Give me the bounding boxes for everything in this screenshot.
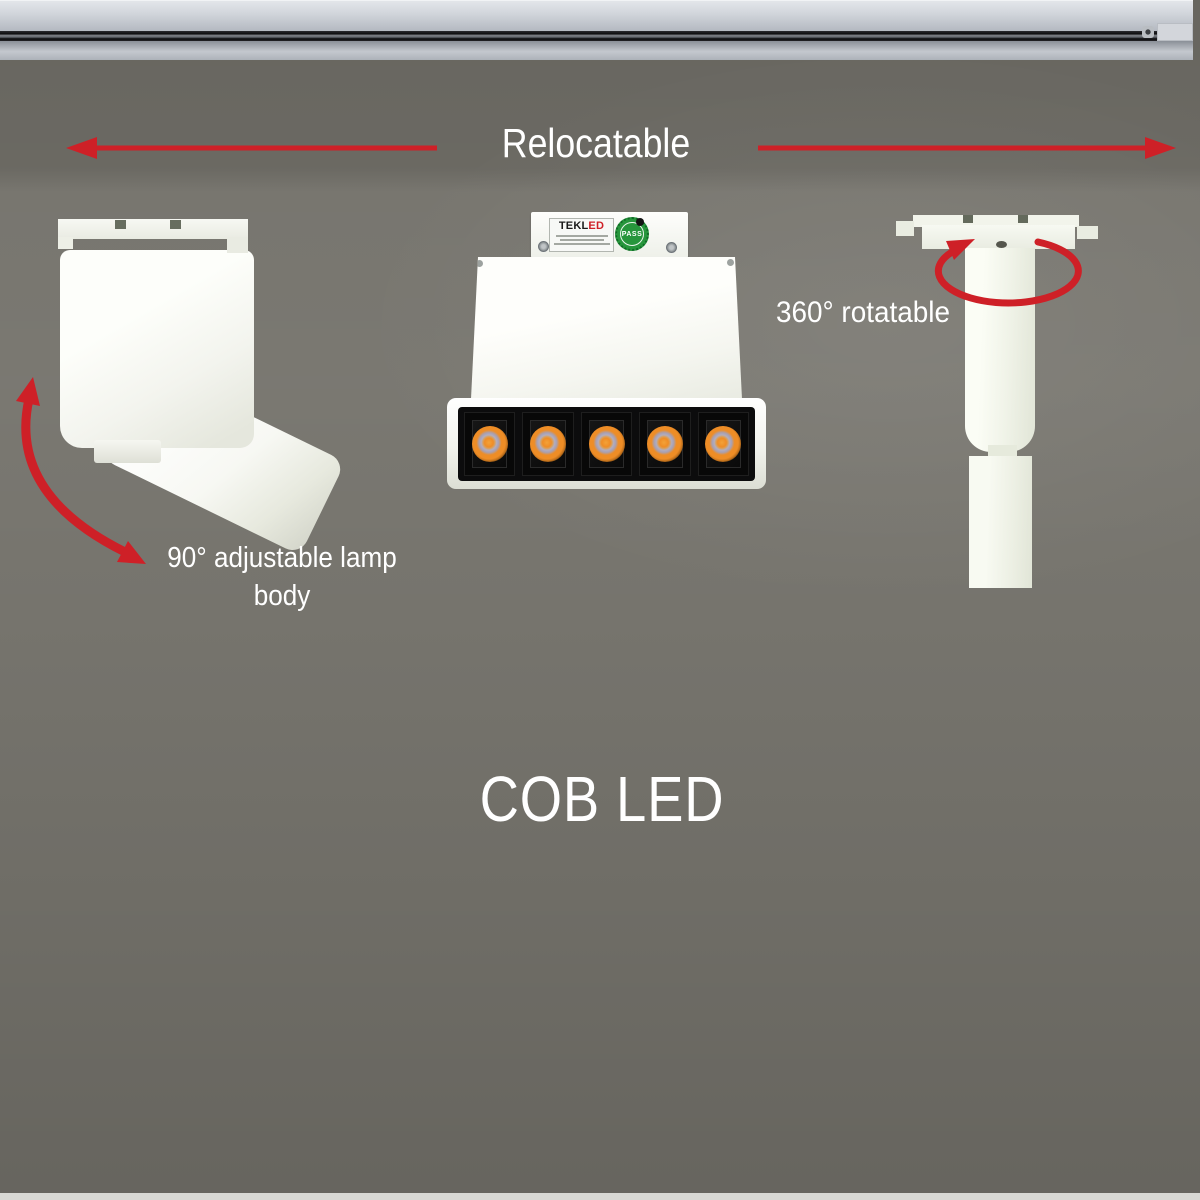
label-fine-print-line xyxy=(559,239,604,241)
cob-led-title: COB LED xyxy=(479,763,725,835)
left-adapter-contact xyxy=(115,220,126,229)
right-column-pivot xyxy=(996,241,1007,248)
led-cell xyxy=(464,412,516,476)
rail-bottom-lip xyxy=(0,41,1193,60)
right-adapter-hook xyxy=(896,221,914,236)
body-screw xyxy=(476,260,483,267)
left-adapter-hook xyxy=(58,237,73,249)
led-panel xyxy=(458,407,755,481)
right-light-column-lower xyxy=(969,456,1032,588)
right-adapter-contact xyxy=(963,215,973,223)
adjustable-90-label: 90° adjustable lamp body xyxy=(167,542,397,612)
left-adapter-hook xyxy=(227,237,248,253)
rail-end-screw xyxy=(1142,26,1154,38)
center-light-track-adapter: TEKLED PASS xyxy=(531,212,688,258)
left-light-track-adapter xyxy=(58,219,248,239)
brand-label: TEKLED xyxy=(549,218,614,252)
brand-text-black: TEKL xyxy=(558,220,589,232)
rail-end-cap xyxy=(1157,23,1193,41)
left-adapter-contact xyxy=(170,220,181,229)
rotatable-360-label: 360° rotatable xyxy=(775,296,951,329)
left-light-hinge xyxy=(94,440,161,463)
cob-led-chip xyxy=(646,426,683,462)
right-adapter-hook xyxy=(1077,226,1098,239)
adapter-screw xyxy=(538,241,549,252)
left-light-body xyxy=(60,250,254,448)
right-light-track-adapter xyxy=(913,215,1079,227)
led-cell xyxy=(697,412,750,476)
brand-logo: TEKLED xyxy=(550,220,613,233)
rail-slot xyxy=(0,31,1193,41)
cob-led-chip xyxy=(588,426,625,462)
track-rail xyxy=(0,0,1193,60)
led-cell xyxy=(522,412,574,476)
right-light-column-upper xyxy=(965,248,1035,452)
right-adapter-contact xyxy=(1018,215,1028,223)
sticker-hole xyxy=(636,218,644,226)
right-light-column-neck xyxy=(988,445,1017,459)
cob-led-chip xyxy=(530,426,567,462)
pass-sticker-text: PASS xyxy=(621,230,643,238)
label-fine-print-line xyxy=(553,243,610,245)
rail-top-band xyxy=(0,0,1193,31)
led-cell xyxy=(580,412,633,476)
adapter-screw xyxy=(666,242,677,253)
bottom-edge-strip xyxy=(0,1193,1200,1200)
center-light-body xyxy=(471,257,742,399)
body-screw xyxy=(727,259,734,266)
cob-led-chip xyxy=(471,426,508,462)
label-fine-print-line xyxy=(555,235,608,237)
led-cell xyxy=(639,412,691,476)
cob-led-chip xyxy=(705,426,742,462)
brand-text-red: ED xyxy=(588,220,605,232)
relocatable-label: Relocatable xyxy=(501,120,691,166)
